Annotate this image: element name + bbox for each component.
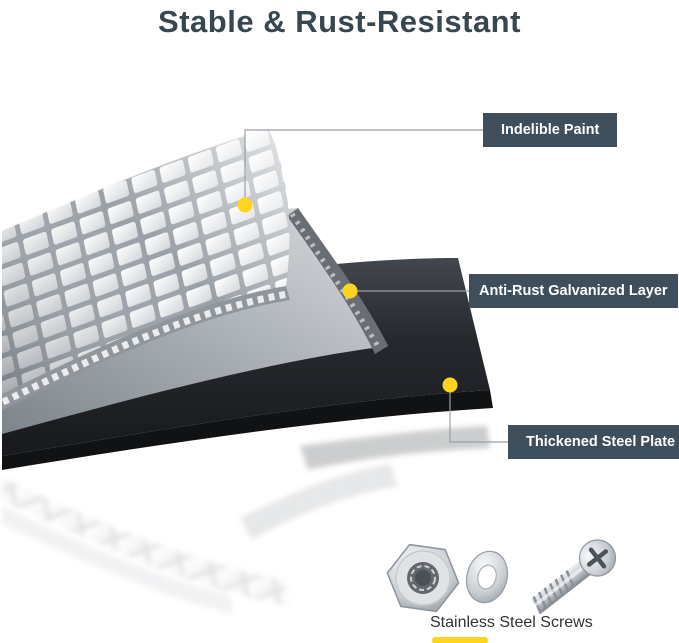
- callout-label-galvanized: Anti-Rust Galvanized Layer: [469, 274, 678, 308]
- callout-label-indelible-paint: Indelible Paint: [483, 113, 618, 147]
- accent-underline: [432, 637, 488, 643]
- hex-nut-icon: [386, 543, 460, 613]
- callout-dot-galvanized: [342, 283, 358, 299]
- screw-icon: [531, 539, 617, 615]
- connector-steel-plate: [449, 385, 508, 443]
- paint-layer-graphic: [1, 127, 290, 410]
- page-title: Stable & Rust-Resistant: [158, 4, 521, 39]
- callout-dots: [237, 197, 458, 393]
- callout-dot-steel: [442, 377, 458, 393]
- callout-label-steel-plate: Thickened Steel Plate: [508, 425, 679, 459]
- callout-dot-paint: [237, 197, 253, 213]
- callout-connectors: [244, 129, 508, 443]
- hardware-group: [386, 539, 617, 615]
- board-reflection: [2, 426, 490, 614]
- hardware-caption: Stainless Steel Screws: [430, 614, 593, 631]
- washer-icon: [465, 550, 509, 604]
- connector-indelible-paint: [244, 129, 483, 205]
